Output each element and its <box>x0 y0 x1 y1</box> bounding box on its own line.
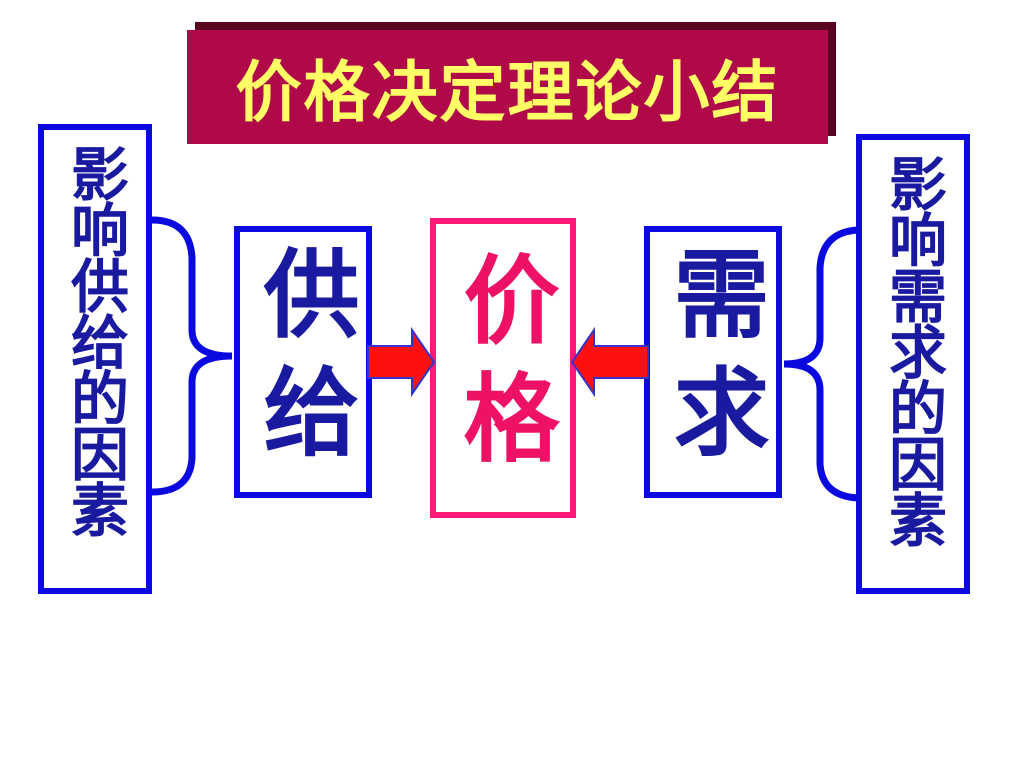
supply-box: 供给 <box>234 226 372 498</box>
title-banner: 价格决定理论小结 <box>187 30 828 144</box>
price-box: 价格 <box>430 218 576 518</box>
supply-factors-label: 影响供给的因素 <box>61 144 129 536</box>
demand-factors-box: 影响需求的因素 <box>856 134 970 594</box>
supply-label: 供给 <box>247 244 359 480</box>
demand-box: 需求 <box>644 226 782 498</box>
demand-factors-label: 影响需求的因素 <box>879 154 947 546</box>
left-brace <box>151 216 233 496</box>
supply-factors-box: 影响供给的因素 <box>38 124 152 594</box>
demand-to-price-arrow <box>570 326 649 398</box>
title-text: 价格决定理论小结 <box>235 54 780 131</box>
right-brace <box>783 226 859 502</box>
price-label: 价格 <box>447 250 559 486</box>
supply-to-price-arrow <box>367 326 436 398</box>
demand-label: 需求 <box>657 244 769 480</box>
